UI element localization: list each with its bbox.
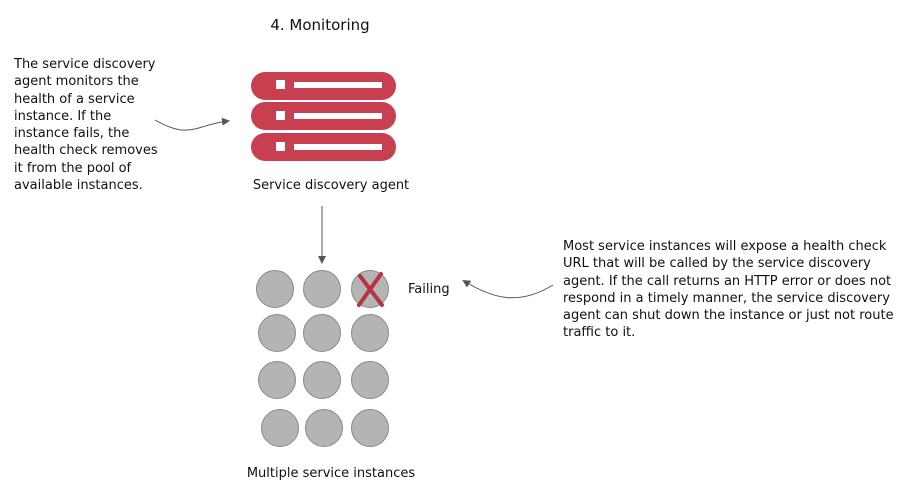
service-instance (303, 270, 341, 308)
service-instance (305, 409, 343, 447)
service-instance (261, 409, 299, 447)
service-instances-label: Multiple service instances (246, 466, 416, 481)
server-stack-icon (251, 72, 396, 161)
server-unit (251, 133, 396, 161)
service-instance (351, 314, 389, 352)
x-mark-icon (357, 272, 384, 307)
server-unit (251, 102, 396, 130)
service-instance (258, 361, 296, 399)
health-check-note: Most service instances will expose a hea… (563, 239, 894, 341)
service-instance (351, 409, 389, 447)
service-instance (256, 270, 294, 308)
note-to-failing-arrow (462, 279, 554, 299)
diagram-title: 4. Monitoring (270, 16, 370, 34)
service-instance (303, 314, 341, 352)
service-instance (351, 361, 389, 399)
agent-monitoring-note: The service discovery agent monitors the… (14, 57, 158, 194)
service-discovery-agent-label: Service discovery agent (252, 178, 410, 193)
service-instance (258, 314, 296, 352)
note-to-agent-arrow (154, 117, 230, 131)
failing-label: Failing (408, 282, 450, 297)
service-instance (303, 361, 341, 399)
server-unit (251, 72, 396, 100)
service-instance-grid (256, 270, 389, 447)
